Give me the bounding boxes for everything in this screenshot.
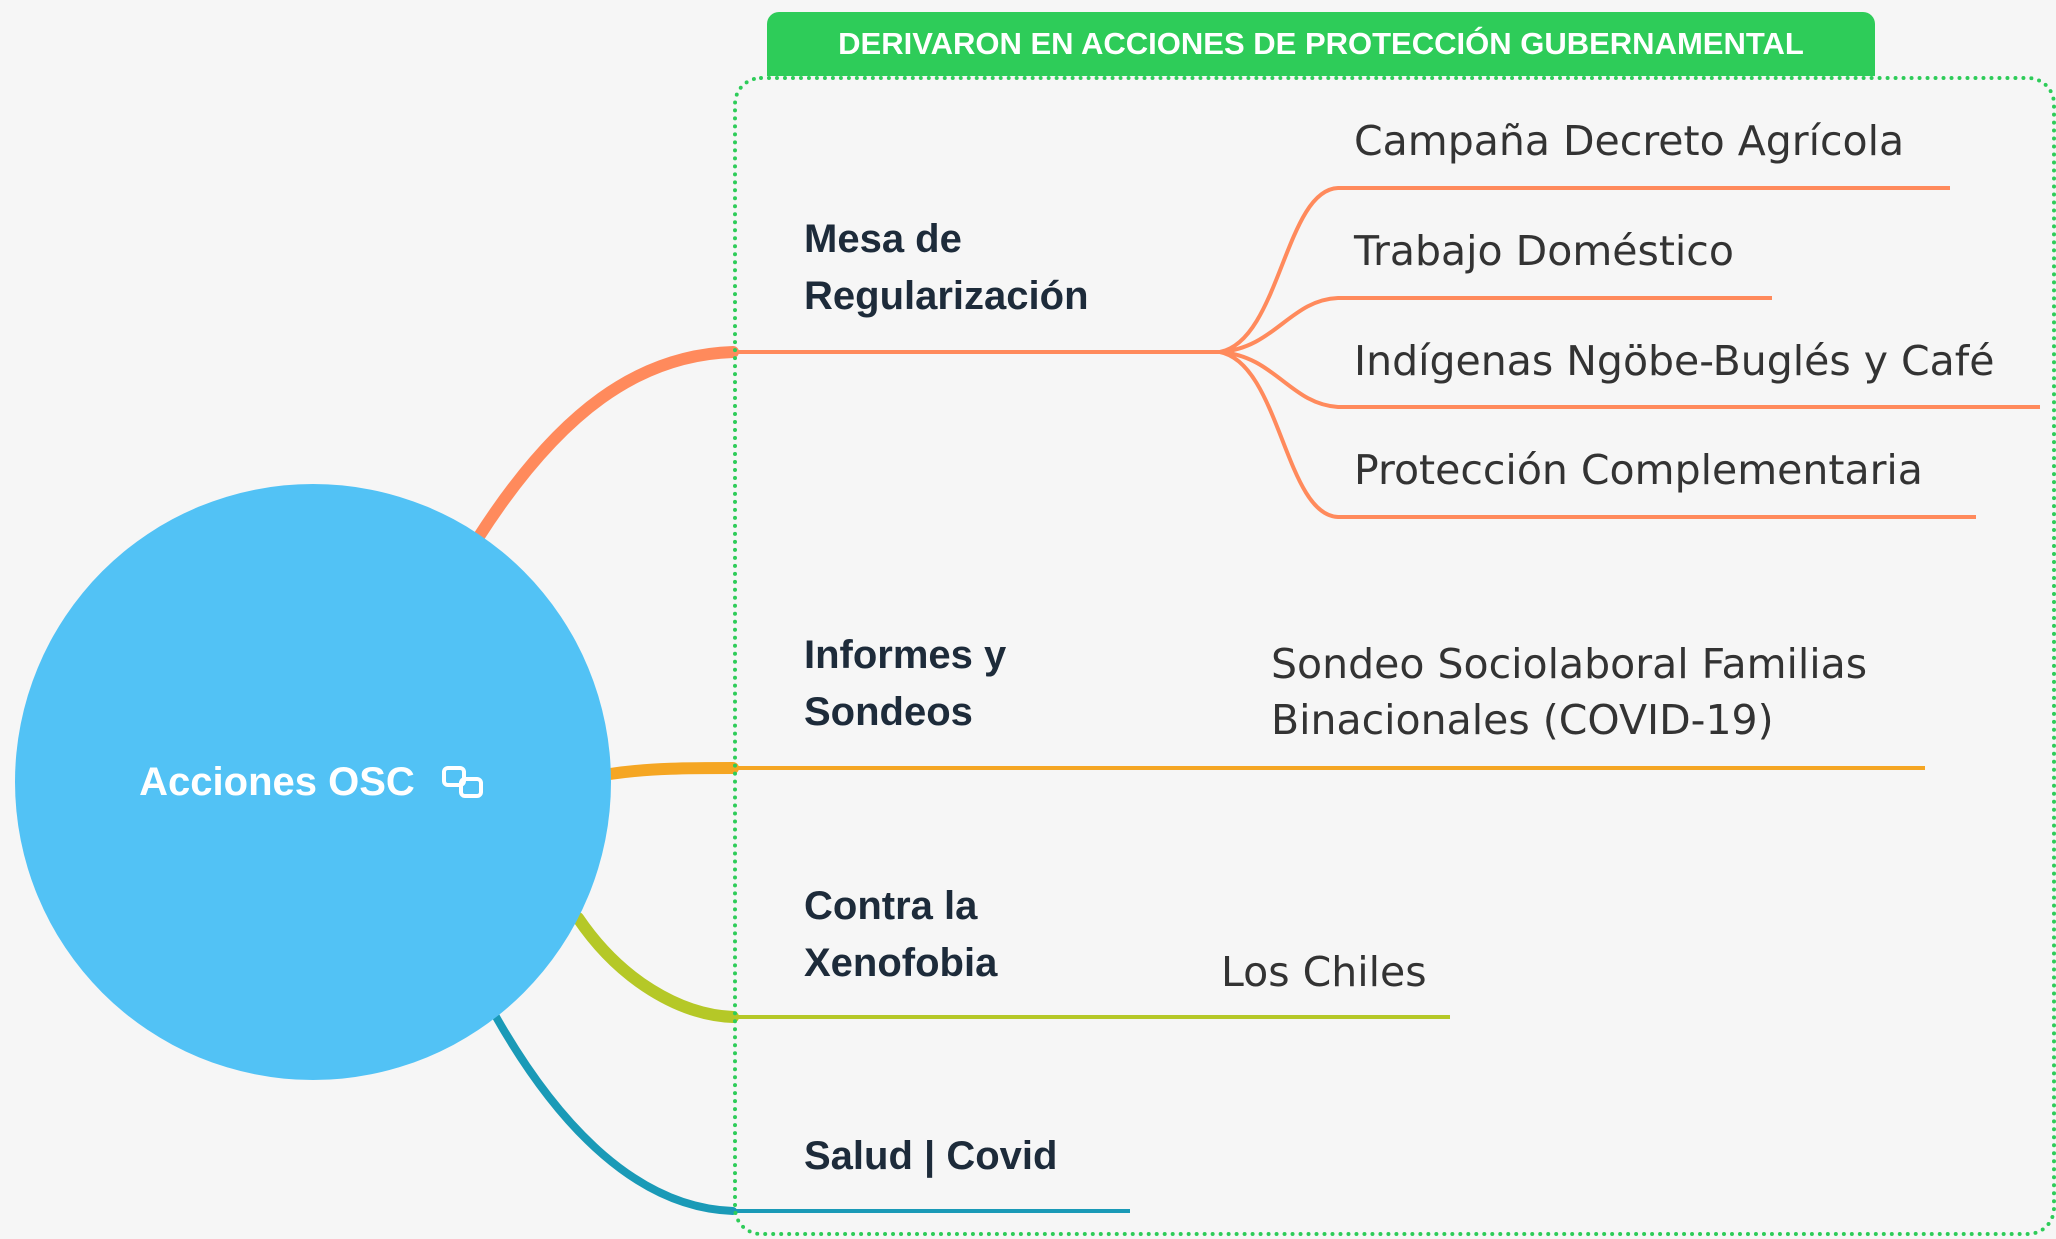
leaf-line: Binacionales (COVID-19) — [1271, 696, 1774, 744]
branch-contra-xenofobia[interactable]: Contra la Xenofobia — [804, 878, 997, 992]
leaf-proteccion-complementaria[interactable]: Protección Complementaria — [1354, 446, 1923, 494]
branch-mesa-regularizacion[interactable]: Mesa de Regularización — [804, 211, 1089, 325]
leaf-trabajo-domestico[interactable]: Trabajo Doméstico — [1354, 227, 1734, 275]
link-icon[interactable] — [441, 762, 487, 802]
branch-label-line: Regularización — [804, 274, 1089, 318]
connector-mesa — [472, 346, 739, 544]
central-topic[interactable]: Acciones OSC — [15, 484, 611, 1080]
leaf-sondeo-sociolaboral[interactable]: Sondeo Sociolaboral Familias Binacionale… — [1271, 636, 1867, 748]
connector-leaf-proteccion — [1219, 350, 1976, 519]
leaf-campana-decreto-agricola[interactable]: Campaña Decreto Agrícola — [1354, 117, 1905, 165]
central-topic-label: Acciones OSC — [139, 759, 415, 804]
connector-leaf-trabajo — [1219, 296, 1772, 354]
connector-leaf-indigenas — [1219, 350, 2040, 409]
branch-salud-covid[interactable]: Salud | Covid — [804, 1128, 1057, 1185]
branch-label-line: Xenofobia — [804, 941, 998, 985]
leaf-indigenas-ngobe-bugles-cafe[interactable]: Indígenas Ngöbe-Buglés y Café — [1354, 337, 1995, 385]
connector-xenofobia — [572, 912, 739, 1023]
branch-label-line: Sondeos — [804, 690, 973, 734]
branch-informes-sondeos[interactable]: Informes y Sondeos — [804, 627, 1006, 741]
connector-informes — [604, 762, 739, 780]
boundary-title[interactable]: DERIVARON EN ACCIONES DE PROTECCIÓN GUBE… — [767, 12, 1875, 76]
leaf-line: Sondeo Sociolaboral Familias — [1271, 640, 1868, 688]
boundary-box — [733, 76, 2056, 1236]
branch-label-line: Informes y — [804, 633, 1007, 677]
leaf-los-chiles[interactable]: Los Chiles — [1221, 948, 1427, 996]
connector-leaf-campana — [1219, 186, 1950, 354]
branch-label-line: Salud | Covid — [804, 1134, 1058, 1178]
branch-label-line: Mesa de — [804, 217, 962, 261]
branch-label-line: Contra la — [804, 884, 978, 928]
connector-salud — [491, 1011, 737, 1215]
